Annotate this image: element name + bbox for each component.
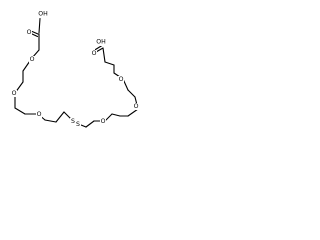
bond <box>102 47 106 63</box>
atom-label-layer: OH O O O O S S O <box>11 10 139 128</box>
bond <box>85 120 95 128</box>
atom-label-right-ether-o3: O <box>101 118 106 125</box>
atom-disulfide-s2: S <box>75 121 81 128</box>
structural-formula: OH O O O O S S O <box>11 10 139 128</box>
bond <box>111 113 121 117</box>
atom-label-right-acid-oh: OH <box>96 39 106 46</box>
bond <box>44 119 57 123</box>
bond <box>94 44 103 51</box>
bond <box>14 107 26 115</box>
bond <box>104 113 113 122</box>
atom-label-left-acid-o: O <box>27 29 32 36</box>
atom-right-acid-oh: OH <box>95 38 107 46</box>
atom-left-ether-o1: O <box>29 56 35 63</box>
bond <box>30 30 39 35</box>
atom-label-left-acid-oh: OH <box>38 11 48 18</box>
bond <box>95 47 104 53</box>
atom-disulfide-s1: S <box>70 118 76 125</box>
atom-left-ether-o2: O <box>11 90 17 97</box>
bond <box>55 111 65 123</box>
atom-right-ether-o3: O <box>100 118 106 125</box>
atom-left-acid-o: O <box>26 29 32 36</box>
atom-label-left-ether-o1: O <box>30 56 35 63</box>
atom-left-ether-o3: O <box>36 111 42 118</box>
atom-left-acid-oh: OH <box>37 10 49 18</box>
atom-right-ether-o2: O <box>133 103 139 110</box>
bond <box>104 61 115 66</box>
atom-label-right-acid-o: O <box>92 50 97 57</box>
atom-label-disulfide-s1: S <box>71 118 75 125</box>
atom-label-left-ether-o2: O <box>12 90 17 97</box>
atom-right-ether-o1: O <box>118 76 124 83</box>
bond <box>30 32 39 38</box>
bond <box>127 89 136 98</box>
atom-label-right-ether-o2: O <box>134 103 139 110</box>
bond <box>38 17 41 34</box>
atom-label-disulfide-s2: S <box>76 121 80 128</box>
atom-right-acid-o: O <box>91 50 97 57</box>
atom-label-right-ether-o1: O <box>119 76 124 83</box>
bond <box>127 108 139 117</box>
atom-label-left-ether-o3: O <box>37 111 42 118</box>
bond-layer <box>14 17 139 128</box>
